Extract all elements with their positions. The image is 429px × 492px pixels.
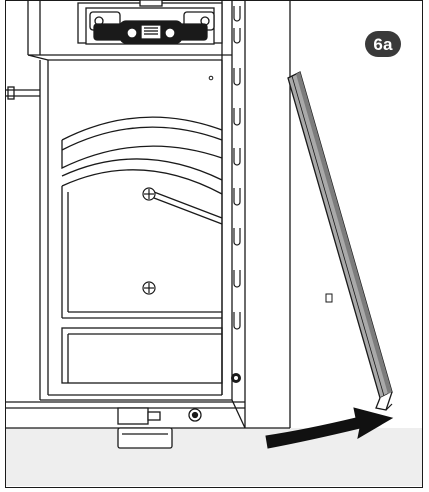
step-badge-label: 6a: [373, 34, 393, 54]
screw-icon: [142, 187, 156, 295]
front-upright: [221, 0, 246, 429]
upright-slots: [233, 6, 241, 330]
side-panel: [245, 0, 291, 429]
floor-area: [5, 428, 423, 486]
removable-panel: [287, 71, 393, 411]
screw-icon: [234, 376, 238, 380]
latch-bracket-icon: [77, 0, 223, 45]
base-foot: [117, 407, 202, 449]
step-badge: 6a: [365, 31, 401, 57]
rotation-arrow-icon: [265, 407, 394, 449]
image-border: [5, 0, 423, 488]
cabinet-body: [5, 0, 245, 429]
curved-panel: [61, 116, 223, 384]
screw-icon: [208, 75, 214, 81]
